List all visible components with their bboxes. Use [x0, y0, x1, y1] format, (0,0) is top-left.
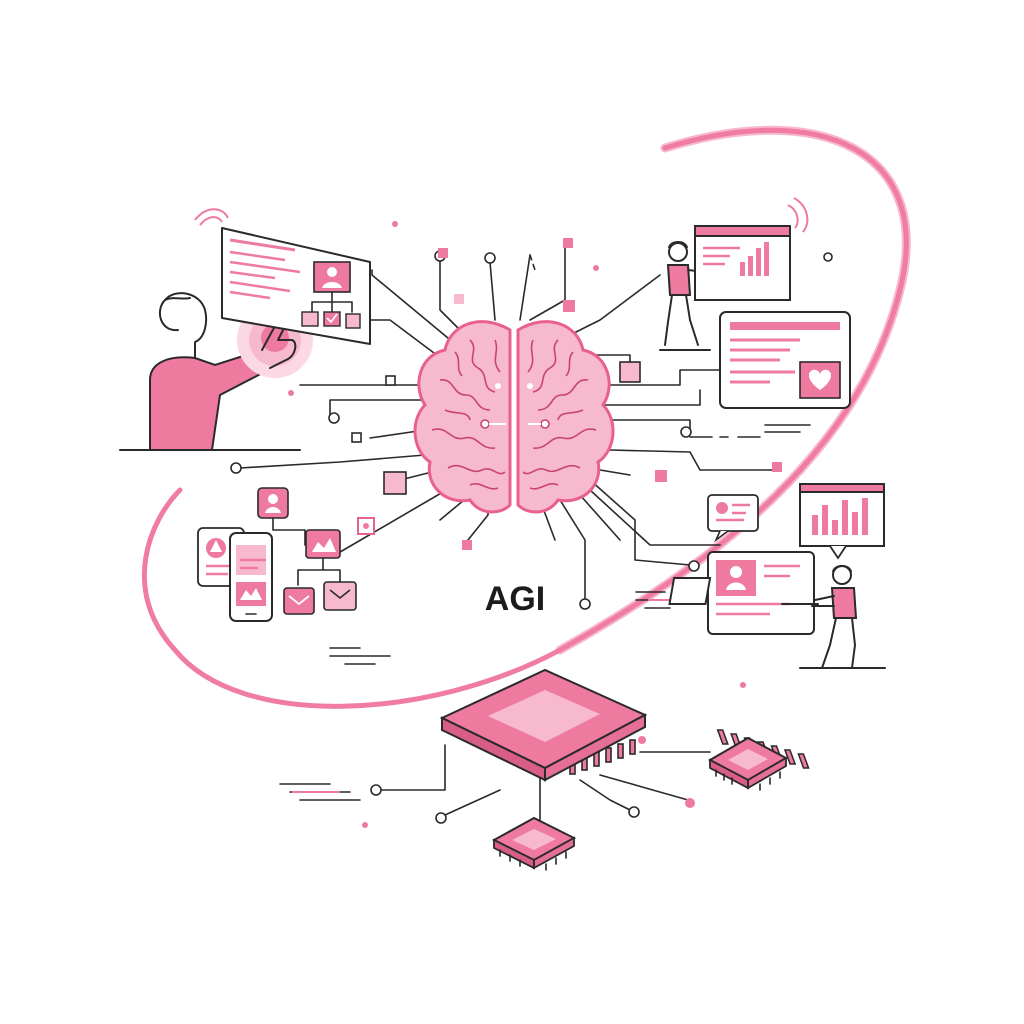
left-apps-cluster: [197, 487, 357, 622]
trace-node: [328, 412, 340, 424]
orbit-swoosh: [141, 125, 911, 709]
trace-node: [435, 812, 447, 824]
person-pointing-icon: [119, 292, 301, 451]
brain-icon: [413, 320, 615, 514]
left-dashboard-panel: [194, 208, 371, 345]
trace-node: [680, 426, 692, 438]
trace-node: [638, 736, 646, 744]
person-with-laptop-icon: [668, 565, 886, 669]
bar-chart-icon: [740, 242, 769, 276]
main-chip-icon: [439, 668, 810, 782]
small-chip-icon: [707, 736, 789, 791]
right-content-panel: [719, 311, 851, 409]
mobile-phone-icon: [229, 532, 273, 622]
top-right-chart-panel: [694, 197, 809, 301]
bar-chart-icon: [812, 498, 868, 535]
trace-node: [628, 806, 640, 818]
trace-node: [579, 598, 591, 610]
decor-dots: [279, 221, 833, 828]
circuit-traces: [230, 244, 776, 831]
trace-node: [484, 252, 496, 264]
right-lower-panels: [707, 483, 885, 635]
heart-icon: [799, 361, 841, 399]
small-chip-icon: [491, 816, 577, 871]
mail-icon: [323, 581, 357, 611]
trace-node: [230, 462, 242, 474]
trace-node: [688, 560, 700, 572]
trace-node: [370, 784, 382, 796]
agi-label: AGI: [485, 580, 545, 618]
mail-icon: [283, 587, 315, 615]
trace-node: [685, 798, 695, 808]
